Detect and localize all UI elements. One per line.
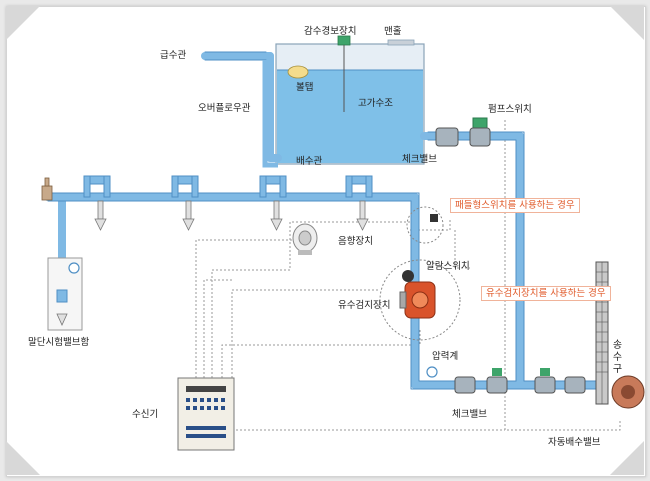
label-alarm-switch: 알람스위치 xyxy=(426,261,470,272)
alarm-valve-assembly xyxy=(379,259,461,341)
label-overflow-pipe: 오버플로우관 xyxy=(198,103,251,114)
bottom-check-valves xyxy=(426,366,586,394)
signal-wires xyxy=(195,120,621,431)
overflow-drain-pipes xyxy=(262,60,278,168)
label-check-valve-bottom: 체크밸브 xyxy=(452,409,487,420)
label-check-valve-top: 체크밸브 xyxy=(402,154,437,165)
end-test-valve-box xyxy=(47,257,83,331)
label-pressure-gauge: 압력계 xyxy=(432,351,459,362)
label-end-test-valve: 말단시험밸브함 xyxy=(28,337,90,348)
pump-switch-valve xyxy=(435,117,491,147)
label-sound-device: 음향장치 xyxy=(338,236,373,247)
label-manhole: 맨홀 xyxy=(384,26,402,37)
branch-lines xyxy=(83,175,373,231)
label-fire-dept-connection: 송수구 xyxy=(612,340,623,375)
callout-flow-detector: 유수검지장치를 사용하는 경우 xyxy=(481,286,611,301)
elevated-tank xyxy=(275,35,425,165)
paddle-switch xyxy=(406,206,444,244)
label-pump-switch: 펌프스위치 xyxy=(488,104,532,115)
label-low-water-alarm: 감수경보장치 xyxy=(304,26,357,37)
label-elevated-tank: 고가수조 xyxy=(358,98,393,109)
pump xyxy=(611,375,645,409)
label-flow-detector: 유수검지장치 xyxy=(338,300,391,311)
label-drain-pipe: 배수관 xyxy=(296,156,323,167)
left-valve xyxy=(41,177,53,201)
callout-paddle-switch: 패들형스위치를 사용하는 경우 xyxy=(450,198,580,213)
receiver-panel xyxy=(177,377,235,451)
sound-device-shape xyxy=(292,223,318,255)
label-inflow-pipe: 급수관 xyxy=(160,50,187,61)
label-ball-tap: 볼탭 xyxy=(296,82,314,93)
fire-dept-connection-column xyxy=(595,261,609,405)
label-auto-drain-valve: 자동배수밸브 xyxy=(548,437,601,448)
label-receiver: 수신기 xyxy=(132,409,159,420)
